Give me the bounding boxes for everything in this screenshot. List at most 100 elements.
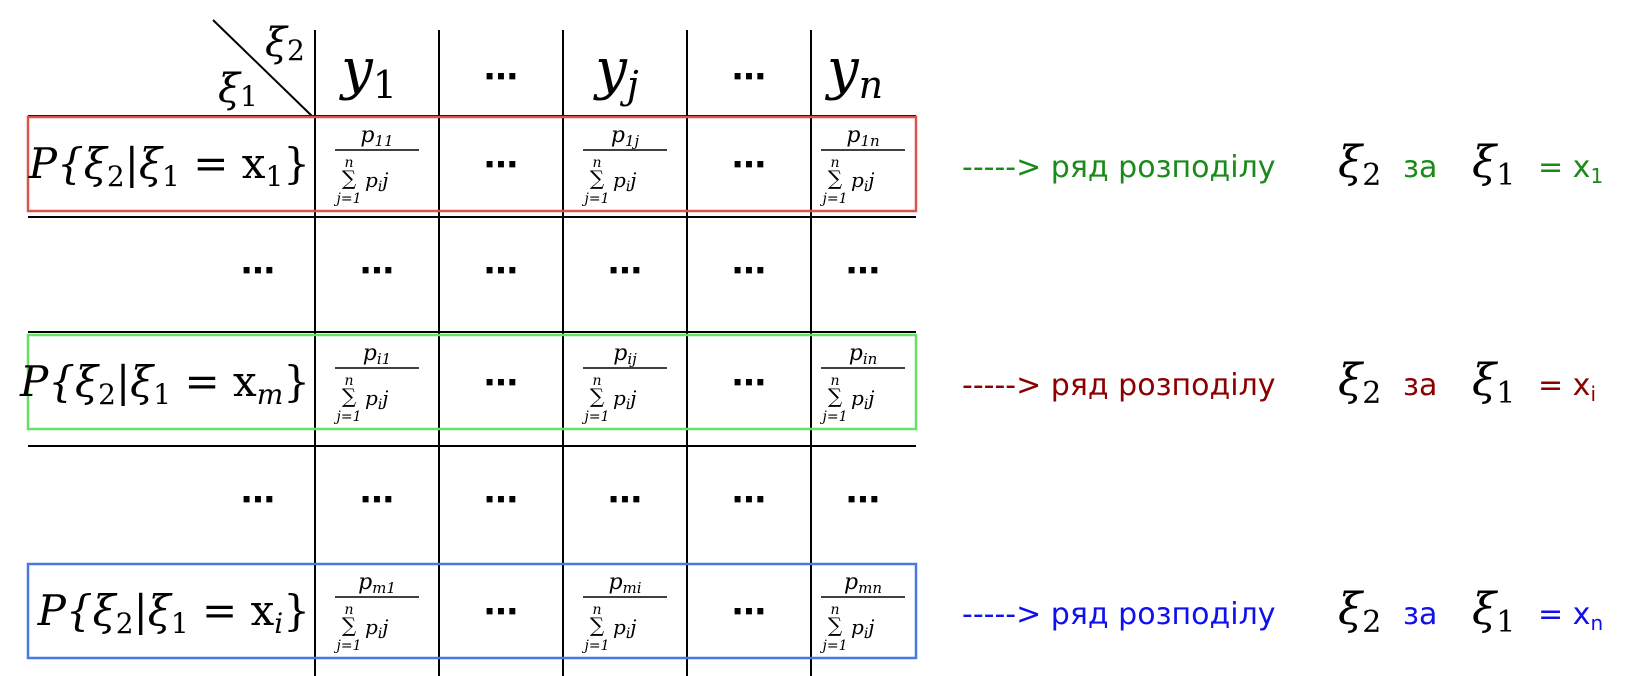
header-column-label: y1 [338, 37, 397, 107]
sum-term: pij [613, 168, 637, 195]
sum-lower-limit: j=1 [582, 638, 610, 654]
sum-term: pij [851, 615, 875, 642]
sum-term: pij [613, 615, 637, 642]
cell-ellipsis: ⋯ [732, 145, 766, 185]
annotation-equals: = xn [1538, 597, 1603, 635]
fraction-numerator: pmn [844, 570, 882, 597]
cell-ellipsis: ⋯ [484, 480, 518, 520]
row-condition-label: P{ξ2|ξ1 = xm} [19, 357, 310, 411]
cell-ellipsis: ⋯ [732, 480, 766, 520]
cell-ellipsis: ⋯ [732, 592, 766, 632]
cell-ellipsis: ⋯ [484, 592, 518, 632]
corner-diagonal [212, 19, 314, 118]
annotation-za: за [1403, 368, 1437, 403]
fraction-numerator: p1n [846, 123, 879, 150]
sum-upper-limit: n [592, 373, 601, 389]
sum-sign: ∑ [342, 613, 357, 637]
row-annotation: -----> ряд розподілу [962, 150, 1276, 185]
cell-ellipsis: ⋯ [484, 363, 518, 403]
sum-sign: ∑ [828, 384, 843, 408]
header-ellipsis: ⋯ [732, 57, 766, 97]
row-condition-label: P{ξ2|ξ1 = xi} [37, 586, 310, 640]
sum-lower-limit: j=1 [334, 191, 362, 207]
sum-sign: ∑ [342, 384, 357, 408]
row-highlight-box [26, 562, 918, 660]
sum-upper-limit: n [344, 155, 353, 171]
row-ellipsis: ⋯ [241, 480, 275, 520]
annotation-xi2: ξ2 [1338, 355, 1381, 411]
row-annotation: -----> ряд розподілу [962, 368, 1276, 403]
annotation-equals: = x1 [1538, 150, 1603, 188]
annotation-xi2: ξ2 [1338, 584, 1381, 640]
fraction-numerator: pin [849, 341, 878, 368]
annotation-za: за [1403, 597, 1437, 632]
sum-upper-limit: n [830, 602, 839, 618]
annotation-xi1: ξ1 [1472, 355, 1515, 411]
cell-ellipsis: ⋯ [360, 480, 394, 520]
header-column-label: yj [592, 37, 639, 107]
row-condition-label: P{ξ2|ξ1 = x1} [28, 139, 310, 193]
row-highlight-box [26, 333, 918, 431]
row-highlight-box [26, 115, 918, 213]
sum-lower-limit: j=1 [334, 409, 362, 425]
cell-ellipsis: ⋯ [608, 251, 642, 291]
sum-term: pij [365, 168, 389, 195]
corner-top-label: ξ2 [265, 20, 305, 67]
sum-lower-limit: j=1 [820, 191, 848, 207]
row-ellipsis: ⋯ [241, 251, 275, 291]
sum-sign: ∑ [590, 384, 605, 408]
annotation-xi1: ξ1 [1472, 137, 1515, 193]
sum-term: pij [851, 386, 875, 413]
annotation-xi1: ξ1 [1472, 584, 1515, 640]
header-ellipsis: ⋯ [484, 57, 518, 97]
cell-ellipsis: ⋯ [360, 251, 394, 291]
cell-ellipsis: ⋯ [484, 145, 518, 185]
cell-ellipsis: ⋯ [732, 251, 766, 291]
sum-lower-limit: j=1 [820, 409, 848, 425]
corner-bottom-label: ξ1 [218, 66, 258, 113]
sum-lower-limit: j=1 [334, 638, 362, 654]
fraction-numerator: pmi [608, 570, 641, 597]
cell-ellipsis: ⋯ [846, 251, 880, 291]
sum-upper-limit: n [344, 373, 353, 389]
annotation-xi2: ξ2 [1338, 137, 1381, 193]
sum-sign: ∑ [828, 613, 843, 637]
fraction-numerator: p11 [360, 123, 393, 150]
cell-ellipsis: ⋯ [846, 480, 880, 520]
annotation-equals: = xi [1538, 368, 1596, 406]
sum-term: pij [613, 386, 637, 413]
sum-sign: ∑ [828, 166, 843, 190]
annotation-za: за [1403, 150, 1437, 185]
sum-sign: ∑ [342, 166, 357, 190]
sum-term: pij [365, 615, 389, 642]
sum-sign: ∑ [590, 613, 605, 637]
sum-term: pij [851, 168, 875, 195]
sum-upper-limit: n [830, 373, 839, 389]
cell-ellipsis: ⋯ [732, 363, 766, 403]
sum-upper-limit: n [830, 155, 839, 171]
fraction-numerator: pm1 [358, 570, 396, 597]
sum-lower-limit: j=1 [582, 191, 610, 207]
header-column-label: yn [824, 37, 883, 107]
fraction-numerator: pi1 [363, 341, 391, 368]
cell-ellipsis: ⋯ [484, 251, 518, 291]
fraction-numerator: p1j [611, 123, 640, 150]
sum-sign: ∑ [590, 166, 605, 190]
sum-lower-limit: j=1 [820, 638, 848, 654]
cell-ellipsis: ⋯ [608, 480, 642, 520]
fraction-numerator: pij [613, 341, 637, 368]
sum-upper-limit: n [592, 602, 601, 618]
sum-lower-limit: j=1 [582, 409, 610, 425]
sum-term: pij [365, 386, 389, 413]
sum-upper-limit: n [344, 602, 353, 618]
sum-upper-limit: n [592, 155, 601, 171]
